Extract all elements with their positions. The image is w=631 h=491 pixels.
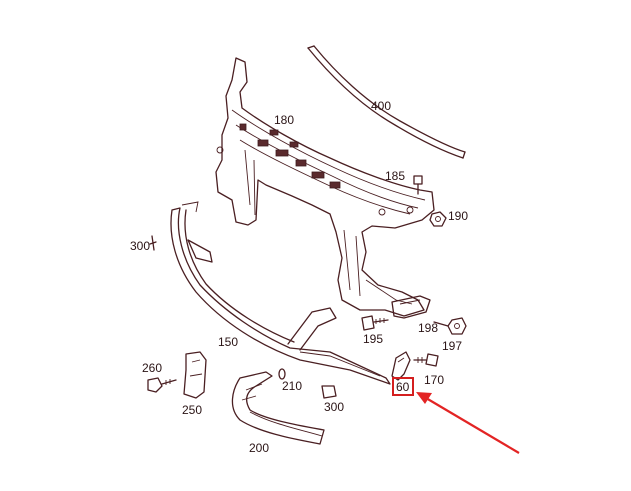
part-198-bracket [391,295,431,319]
part-250-bracket [183,351,207,399]
label-250: 250 [182,403,202,417]
part-195-bolt [361,315,389,331]
label-198: 198 [418,321,438,335]
label-210: 210 [282,379,302,393]
part-200-trim [231,371,325,445]
part-170-bolt [413,353,439,367]
label-170: 170 [424,373,444,387]
part-185-bolt [413,175,423,195]
part-180-front-carrier [215,57,435,317]
label-300-lower: 300 [324,400,344,414]
label-185: 185 [385,169,405,183]
highlight-box-60 [392,377,414,396]
label-60: 60 [396,380,410,394]
part-260-bolt [147,377,177,393]
part-300-clip-upper [149,235,157,251]
label-300-upper: 300 [130,239,150,253]
part-197-bolt [433,317,467,335]
label-200: 200 [249,441,269,455]
part-210-clip [278,368,286,380]
part-400-strip [307,45,466,159]
part-150-bumper-cover [170,201,391,385]
part-60-bracket [391,351,411,381]
pointer-arrow [416,392,520,454]
label-180: 180 [274,113,294,127]
label-400: 400 [371,99,391,113]
part-190-nut [429,211,447,227]
label-260: 260 [142,361,162,375]
part-300-plug [321,385,337,399]
label-150: 150 [218,335,238,349]
label-195: 195 [363,332,383,346]
label-190: 190 [448,209,468,223]
label-197: 197 [442,339,462,353]
